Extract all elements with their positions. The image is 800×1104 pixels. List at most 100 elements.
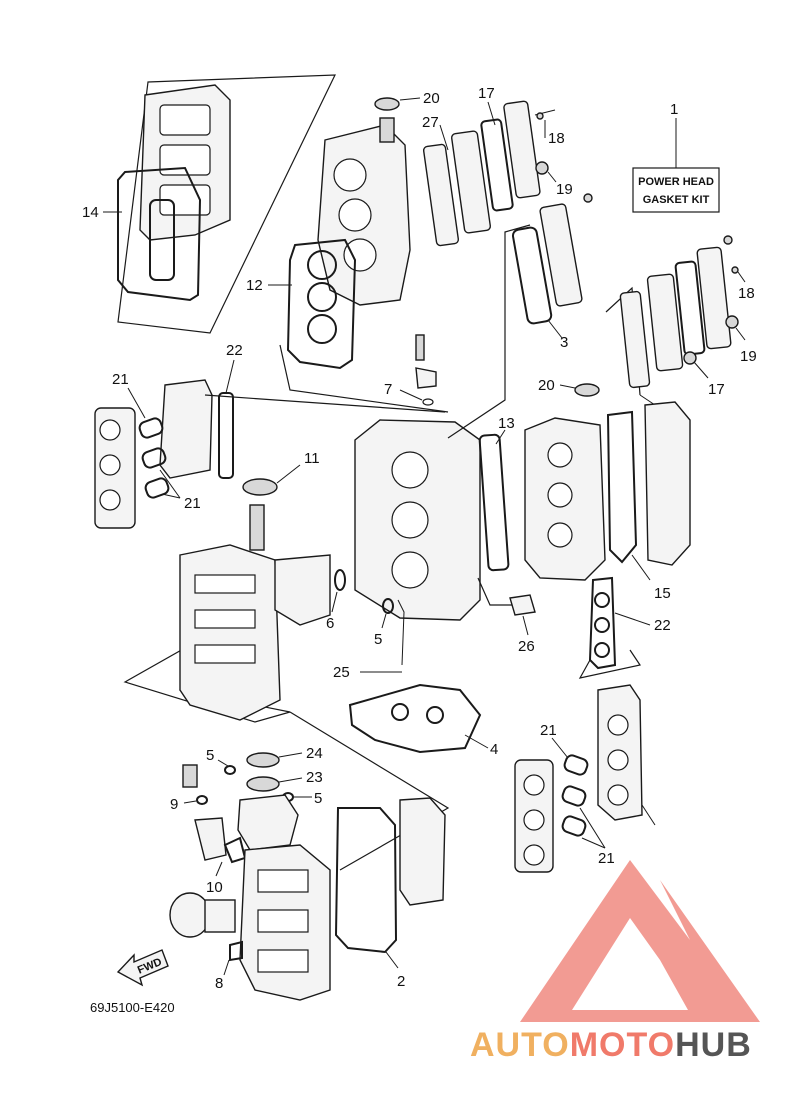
callout-27: 27 [422,114,439,131]
callout-23: 23 [306,769,323,786]
base-gasket-4[interactable] [348,683,482,754]
callout-13: 13 [498,415,515,432]
oil-filter-plug[interactable] [182,764,198,788]
callout-15: 15 [654,585,671,602]
fwd-arrow-icon [116,949,169,987]
watermark-part2: MOTO [570,1026,675,1064]
callout-21-lower-right: 21 [598,850,615,867]
lower-crankcase-group: 24 23 5 5 9 10 8 2 [169,711,450,1001]
cylinder-block-group: 7 11 13 6 5 25 26 [242,224,536,681]
cylinder-head-cover-group: 14 [82,74,336,334]
intake-gasket-22-left[interactable] [218,392,234,479]
gasket-8[interactable] [229,940,243,962]
exhaust-cover-3[interactable] [539,203,583,307]
exhaust-gasket-17-upper[interactable] [480,118,514,212]
exhaust-gasket-3[interactable] [511,226,553,325]
oil-seal-23[interactable] [246,776,280,792]
anode-19-lower[interactable] [725,315,739,329]
callout-26: 26 [518,638,535,655]
thermostat-7[interactable] [415,367,437,389]
exhaust-cover-lower-group: 18 19 17 16 [605,235,757,420]
head-cover-gasket[interactable] [117,166,202,302]
intake-seal-21b[interactable] [141,447,167,470]
callout-3: 3 [560,334,568,351]
intake-seal-21a[interactable] [138,417,164,440]
oil-filter[interactable] [169,892,211,938]
diagram-code: 69J5100-E420 [90,1000,175,1015]
crankcase-cover[interactable] [399,797,446,906]
base-gasket-4-group: 4 [348,683,498,758]
cylinder-head-right-group: 20 15 [524,377,691,602]
svg-text:AUTOMOTOHUB: AUTOMOTOHUB [470,1026,752,1064]
oil-seal-upper[interactable] [374,97,400,111]
oil-seal-24[interactable] [246,752,280,768]
callout-8: 8 [215,975,223,992]
o-ring-5-left[interactable] [224,765,236,775]
power-head-gasket-kit: 1 POWER HEAD GASKET KIT [632,101,720,213]
cylinder-head-upper-group: 20 12 [246,90,449,413]
callout-22-left: 22 [226,342,243,359]
piston-assembly[interactable] [274,554,331,626]
fitting-10[interactable] [194,817,227,861]
intake-manifold-right-group: 22 21 21 [514,576,671,873]
gasket-10[interactable] [223,836,247,864]
callout-17-lower: 17 [708,381,725,398]
block-gasket-13[interactable] [478,433,510,572]
callout-17-upper: 17 [478,85,495,102]
o-ring-6[interactable] [334,569,346,591]
crankshaft-end[interactable] [249,504,265,551]
bolt-18-lower[interactable] [731,266,739,274]
kit-label-box[interactable] [632,167,720,213]
callout-10: 10 [206,879,223,896]
bracket-26[interactable] [509,594,536,616]
kit-label-line2: GASKET KIT [643,194,710,206]
intake-seal-21f[interactable] [561,815,587,838]
head-gasket-15[interactable] [606,410,638,564]
intake-manifold-left[interactable] [159,379,213,479]
intake-seal-21d[interactable] [563,754,589,777]
bolt-3[interactable] [583,193,593,203]
callout-24: 24 [306,745,323,762]
exhaust-outer-cover-lower[interactable] [696,246,732,350]
watermark-logo-icon [520,860,760,1022]
exhaust-outer-cover[interactable] [503,100,541,199]
callout-18-lower: 18 [738,285,755,302]
group-frame-cover [117,74,336,334]
callout-21-upper-right: 21 [540,722,557,739]
o-ring-9[interactable] [196,795,208,805]
callout-14: 14 [82,204,99,221]
callout-18-upper: 18 [548,130,565,147]
cylinder-head-gasket[interactable] [286,238,357,370]
bolt-18-upper[interactable] [536,112,544,120]
callout-19-lower: 19 [740,348,757,365]
intake-seal-21e[interactable] [561,785,587,808]
callout-22-right: 22 [654,617,671,634]
watermark-part1: AUTO [470,1026,570,1064]
oil-pump-housing[interactable] [237,794,299,851]
exhaust-inner-cover[interactable] [450,130,492,234]
callout-4: 4 [490,741,498,758]
anode-19-upper[interactable] [535,161,549,175]
callout-20-lower: 20 [538,377,555,394]
exhaust-cover-gasket-3-group: 3 [511,193,593,351]
o-ring-5-upper[interactable] [382,598,394,614]
oil-seal-11[interactable] [242,478,278,496]
callout-20-upper: 20 [423,90,440,107]
exhaust-gasket-16[interactable] [619,290,651,389]
intake-gasket-22-right[interactable] [588,576,617,670]
intake-seal-21c[interactable] [144,477,170,500]
thermostat-bolt[interactable] [415,334,425,361]
head-cover-right[interactable] [644,401,691,566]
oil-seal-lower[interactable] [574,383,600,397]
exhaust-inner-cover-lower[interactable] [646,273,684,372]
crankcase-gasket-2[interactable] [334,807,398,954]
exhaust-gasket-27[interactable] [422,143,460,247]
callout-1: 1 [670,101,678,118]
crankcase[interactable] [179,544,281,721]
callout-11: 11 [304,450,320,467]
kit-label-line1: POWER HEAD [638,176,714,188]
fwd-arrow: FWD [116,949,169,987]
callout-12: 12 [246,277,263,294]
callout-5-right: 5 [314,790,322,807]
